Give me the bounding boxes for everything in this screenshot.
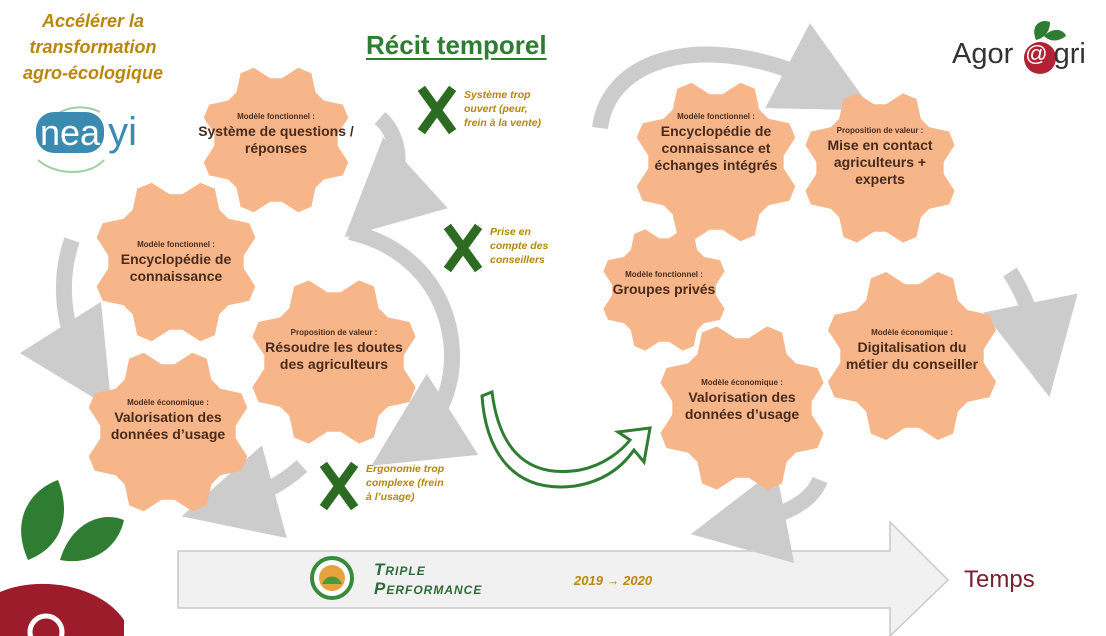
timeline-arrow bbox=[177, 520, 950, 636]
gear-category: Modèle économique : bbox=[871, 328, 953, 337]
note-advisors: Prise en compte des conseillers bbox=[490, 225, 548, 267]
gear-category: Proposition de valeur : bbox=[290, 328, 378, 337]
brand-part: gri bbox=[1053, 38, 1086, 70]
gear-category: Modèle fonctionnel : bbox=[137, 240, 215, 249]
gear-label: Modèle économique : Valorisation des donn… bbox=[98, 398, 238, 443]
gear-category: Modèle fonctionnel : bbox=[625, 270, 703, 279]
curved-arrow-icon bbox=[480, 389, 652, 489]
note-line: ouvert (peur, bbox=[464, 103, 528, 115]
gear-shape bbox=[828, 272, 996, 440]
left-title-line: transformation bbox=[29, 37, 157, 57]
gear-text: Valorisation des données d’usage bbox=[110, 409, 226, 442]
gear-label: Modèle fonctionnel : Système de questions… bbox=[196, 112, 356, 157]
gear-label: Modèle économique : Valorisation des donn… bbox=[672, 378, 812, 423]
x-mark-icon bbox=[319, 461, 359, 511]
left-title-line: Accélérer la bbox=[41, 11, 145, 31]
program-line: Triple bbox=[374, 560, 426, 579]
timeline-years: 2019 → 2020 bbox=[574, 573, 653, 588]
gear-text: Valorisation des données d’usage bbox=[684, 389, 800, 422]
gear-text: Digitalisation du métier du conseiller bbox=[845, 339, 979, 372]
gear-text: Système de questions / réponses bbox=[198, 123, 354, 156]
gear-shape bbox=[96, 182, 256, 342]
note-line: Prise en bbox=[490, 226, 531, 238]
note-line: Système trop bbox=[464, 89, 531, 101]
brand-at: @ bbox=[1025, 41, 1048, 66]
gear-shape bbox=[88, 352, 248, 512]
gear-category: Modèle économique : bbox=[127, 398, 209, 407]
x-mark-icon bbox=[443, 223, 483, 273]
brand-part: Agor bbox=[952, 38, 1014, 70]
gear-label: Modèle fonctionnel : Encyclopédie de conn… bbox=[101, 240, 251, 285]
note-line: Ergonomie trop bbox=[366, 463, 445, 475]
note-ergonomics: Ergonomie trop complexe (frein à l’usage… bbox=[366, 462, 444, 504]
note-line: à l’usage) bbox=[366, 491, 415, 503]
gear-shape bbox=[203, 67, 349, 213]
gear-shape bbox=[603, 229, 725, 351]
gear-shape bbox=[805, 93, 955, 243]
left-title: Accélérer la transformation agro-écologi… bbox=[8, 8, 178, 86]
program-line: Performance bbox=[374, 579, 483, 598]
program-name: Triple Performance bbox=[374, 560, 482, 598]
gear-text: Résoudre les doutes des agriculteurs bbox=[265, 339, 403, 372]
flow-arrows-left bbox=[19, 111, 479, 539]
gear-label: Modèle fonctionnel : Encyclopédie de conn… bbox=[641, 112, 791, 174]
left-title-line: agro-écologique bbox=[22, 63, 163, 83]
brand-part: yi bbox=[108, 110, 137, 154]
note-line: conseillers bbox=[490, 254, 545, 266]
gear-category: Proposition de valeur : bbox=[836, 126, 924, 135]
gear-category: Modèle fonctionnel : bbox=[677, 112, 755, 121]
note-line: compte des bbox=[490, 240, 549, 252]
gear-text: Mise en contact agriculteurs + experts bbox=[827, 137, 933, 187]
gear-label: Modèle fonctionnel : Groupes privés bbox=[604, 270, 724, 298]
triple-performance-logo bbox=[310, 556, 354, 600]
flow-arrows-right bbox=[592, 23, 1078, 564]
gear-label: Proposition de valeur : Résoudre les dout… bbox=[259, 328, 409, 373]
brand-part: nea bbox=[36, 112, 105, 153]
x-mark-icon bbox=[417, 85, 457, 135]
gear-category: Modèle fonctionnel : bbox=[237, 112, 315, 121]
gear-text: Encyclopédie de connaissance et échanges… bbox=[654, 123, 778, 173]
gear-category: Modèle économique : bbox=[701, 378, 783, 387]
gear-text: Groupes privés bbox=[612, 281, 716, 297]
gear-label: Proposition de valeur : Mise en contact a… bbox=[815, 126, 945, 188]
main-title: Récit temporel bbox=[366, 30, 547, 60]
gear-text: Encyclopédie de connaissance bbox=[120, 251, 232, 284]
gear-shape bbox=[252, 280, 416, 444]
note-line: frein à la vente) bbox=[464, 117, 542, 129]
apple-logo bbox=[0, 480, 124, 636]
gear-shape bbox=[660, 326, 824, 490]
note-system-open: Système trop ouvert (peur, frein à la ve… bbox=[464, 88, 541, 130]
brand-agorgri: Agor @gri bbox=[952, 38, 1086, 71]
timeline-axis-label: Temps bbox=[964, 566, 1035, 593]
agorgri-logo bbox=[1024, 20, 1066, 74]
note-line: complexe (frein bbox=[366, 477, 444, 489]
gear-label: Modèle économique : Digitalisation du mét… bbox=[837, 328, 987, 373]
gear-shape bbox=[636, 82, 796, 242]
